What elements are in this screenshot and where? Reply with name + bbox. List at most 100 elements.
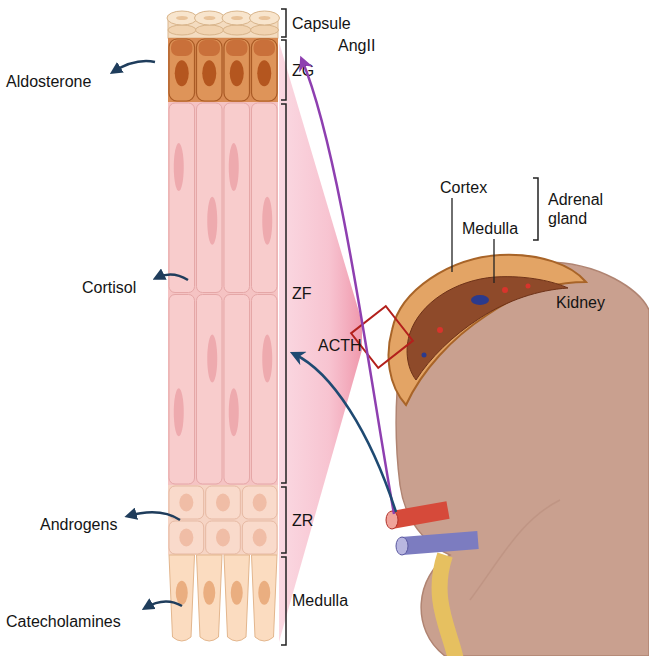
zg-cell-top <box>199 40 221 56</box>
kidney-node: Kidney <box>392 255 649 656</box>
zr-cell <box>242 486 277 519</box>
vein-opening <box>396 537 408 555</box>
leader-line <box>451 198 452 272</box>
cell-nucleus <box>229 143 239 191</box>
capsule-cell <box>168 25 196 35</box>
zg-cell-top <box>226 40 248 56</box>
cell-nucleus <box>230 60 244 86</box>
cell-nucleus <box>229 388 239 436</box>
cell-nucleus <box>231 16 243 20</box>
cell-nucleus <box>257 60 271 86</box>
vessel-spot <box>502 287 508 293</box>
cell-nucleus <box>174 388 184 436</box>
zf-cell <box>197 103 223 293</box>
adrenal-medulla <box>407 277 568 380</box>
cell-nucleus <box>207 197 217 245</box>
medulla-band: Medulla <box>168 555 278 645</box>
capsule-cell <box>195 11 225 25</box>
signal-label: AngII <box>338 36 375 55</box>
cell-nucleus <box>179 494 193 512</box>
capsule-band-shape <box>168 8 278 38</box>
cell-nucleus <box>216 529 230 547</box>
zf-cell <box>169 103 195 293</box>
kidney-node-shape <box>392 255 649 656</box>
zf-cell <box>252 295 278 485</box>
secretion-arrow <box>128 512 180 520</box>
bracket <box>281 487 286 553</box>
acth-arrow <box>294 354 396 512</box>
leader-line <box>493 239 494 283</box>
zone-label: ZG <box>292 61 314 80</box>
capsule-cell <box>167 11 197 25</box>
zona-band: ZR <box>168 485 278 555</box>
hormone-label: Androgens <box>40 515 117 534</box>
bracket <box>533 178 538 240</box>
zone-label: ZF <box>292 284 312 303</box>
part-label: Medulla <box>462 219 518 238</box>
cell-nucleus <box>253 494 267 512</box>
kidney-contour <box>470 500 560 600</box>
zr-cell <box>169 486 204 519</box>
capsule-cell <box>250 11 280 25</box>
zg-base <box>168 38 278 102</box>
zona-band: ZG <box>168 38 278 102</box>
zr-cell <box>169 521 204 554</box>
hormone-label: Aldosterone <box>6 72 91 91</box>
zg-cell-top <box>171 40 193 56</box>
vessel-spot <box>437 327 443 333</box>
ureter <box>440 555 456 656</box>
secretion-arrow <box>145 601 182 608</box>
zr-cell <box>242 521 277 554</box>
renal-vein <box>402 540 478 546</box>
bracket <box>281 9 286 37</box>
medulla-cell <box>197 555 223 641</box>
zona-band-shape <box>168 102 278 485</box>
renal-artery <box>392 510 448 520</box>
angii-arrow <box>302 60 394 514</box>
cell-nucleus <box>202 60 216 86</box>
cell-nucleus <box>207 335 217 383</box>
signal-label: ACTH <box>318 336 362 355</box>
bracket <box>281 40 286 100</box>
zg-cell <box>252 39 278 101</box>
zr-cell <box>206 486 241 519</box>
cell-nucleus <box>203 581 215 605</box>
capsule-cell <box>222 11 252 25</box>
cell-nucleus <box>258 581 270 605</box>
kidney-shape <box>396 262 649 656</box>
zoom-funnel <box>279 42 362 642</box>
zg-cell <box>224 39 250 101</box>
vessel-spot <box>526 284 531 289</box>
part-label: Cortex <box>440 178 487 197</box>
zr-cell <box>206 521 241 554</box>
cell-nucleus <box>259 16 271 20</box>
cell-nucleus <box>262 335 272 383</box>
zone-label: Kidney <box>556 293 605 312</box>
zf-cell <box>252 103 278 293</box>
vessel-spot <box>471 295 489 305</box>
cell-nucleus <box>176 581 188 605</box>
zf-cell <box>169 295 195 485</box>
cell-nucleus <box>179 529 193 547</box>
cell-nucleus <box>253 529 267 547</box>
secretion-arrow <box>156 274 188 280</box>
cell-nucleus <box>174 143 184 191</box>
zf-cell <box>197 295 223 485</box>
capsule-cell <box>196 25 224 35</box>
hormone-label: Catecholamines <box>6 612 121 631</box>
artery-opening <box>386 511 398 529</box>
cell-nucleus <box>231 581 243 605</box>
medulla-cell <box>224 555 250 641</box>
bracket <box>281 557 286 645</box>
zf-cell <box>224 103 250 293</box>
zone-label: Medulla <box>292 591 348 610</box>
zona-band-shape <box>168 38 278 102</box>
bracket <box>281 104 286 483</box>
capsule-cell <box>251 25 279 35</box>
zoom-box <box>351 306 413 368</box>
secretion-arrow <box>113 61 155 72</box>
capsule-cell <box>223 25 251 35</box>
cell-nucleus <box>175 60 189 86</box>
